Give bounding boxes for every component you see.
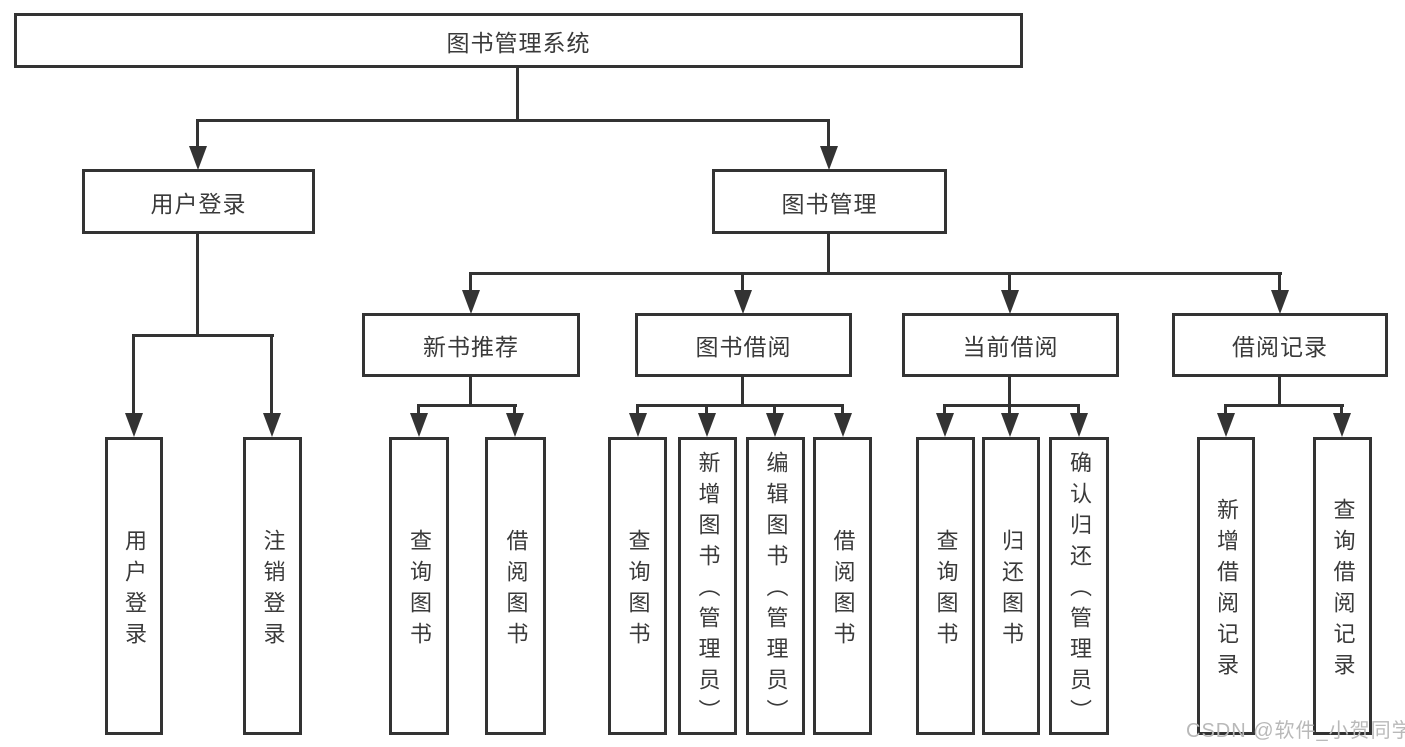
arrow-down-icon xyxy=(1001,290,1019,314)
leaf-return-book: 归还图书 xyxy=(982,437,1040,735)
leaf-query-books-recommend: 查询图书 xyxy=(389,437,449,735)
leaf-label: 归还图书 xyxy=(999,528,1024,653)
arrow-down-icon xyxy=(125,413,143,437)
connector-line xyxy=(1008,272,1011,292)
arrow-down-icon xyxy=(1333,413,1351,437)
connector-line xyxy=(827,119,830,149)
leaf-label: 新增图书（管理员） xyxy=(695,451,721,730)
connector-line xyxy=(1077,404,1080,416)
connector-line xyxy=(741,376,744,407)
connector-line xyxy=(1340,404,1343,416)
leaf-label: 查询图书 xyxy=(407,528,432,653)
leaf-label: 查询图书 xyxy=(625,528,651,653)
connector-line xyxy=(469,272,472,292)
leaf-logout: 注销登录 xyxy=(243,437,302,735)
node-book-borrow: 图书借阅 xyxy=(635,313,852,377)
node-user-login: 用户登录 xyxy=(82,169,315,234)
connector-line xyxy=(705,404,708,416)
arrow-down-icon xyxy=(698,413,716,437)
leaf-query-borrow-record: 查询借阅记录 xyxy=(1313,437,1372,735)
connector-line xyxy=(1008,404,1011,416)
connector-line xyxy=(417,404,420,416)
connector-line xyxy=(841,404,844,416)
node-book-management: 图书管理 xyxy=(712,169,947,234)
arrow-down-icon xyxy=(263,413,281,437)
arrow-down-icon xyxy=(1070,413,1088,437)
arrow-down-icon xyxy=(629,413,647,437)
leaf-label: 新增借阅记录 xyxy=(1214,497,1239,684)
arrow-down-icon xyxy=(820,146,838,170)
connector-line xyxy=(132,334,135,416)
leaf-borrow-books: 借阅图书 xyxy=(813,437,872,735)
leaf-label: 查询借阅记录 xyxy=(1330,497,1356,684)
leaf-label: 编辑图书（管理员） xyxy=(763,451,789,730)
leaf-add-borrow-record: 新增借阅记录 xyxy=(1197,437,1255,735)
arrow-down-icon xyxy=(462,290,480,314)
arrow-down-icon xyxy=(1001,413,1019,437)
node-new-book-recommend: 新书推荐 xyxy=(362,313,580,377)
connector-line xyxy=(943,404,946,416)
leaf-confirm-return-admin: 确认归还（管理员） xyxy=(1049,437,1109,735)
connector-line xyxy=(196,119,199,149)
leaf-borrow-books-recommend: 借阅图书 xyxy=(485,437,546,735)
connector-line xyxy=(1278,272,1281,292)
arrow-down-icon xyxy=(1217,413,1235,437)
connector-line xyxy=(513,404,516,416)
connector-line xyxy=(1224,404,1344,407)
connector-line xyxy=(196,233,199,337)
connector-line xyxy=(1224,404,1227,416)
arrow-down-icon xyxy=(734,290,752,314)
connector-line xyxy=(943,404,1080,407)
connector-line xyxy=(741,272,744,292)
arrow-down-icon xyxy=(936,413,954,437)
connector-line xyxy=(132,334,274,337)
arrow-down-icon xyxy=(766,413,784,437)
connector-line xyxy=(469,376,472,407)
connector-line xyxy=(636,404,639,416)
leaf-user-login: 用户登录 xyxy=(105,437,163,735)
connector-line xyxy=(827,233,830,275)
connector-line xyxy=(417,404,517,407)
connector-line xyxy=(773,404,776,416)
connector-line xyxy=(516,66,519,122)
arrow-down-icon xyxy=(834,413,852,437)
connector-line xyxy=(1278,376,1281,407)
arrow-down-icon xyxy=(410,413,428,437)
leaf-query-books-current: 查询图书 xyxy=(916,437,975,735)
leaf-label: 注销登录 xyxy=(260,528,286,653)
leaf-label: 借阅图书 xyxy=(503,528,529,653)
leaf-edit-book-admin: 编辑图书（管理员） xyxy=(746,437,805,735)
connector-line xyxy=(636,404,844,407)
leaf-label: 借阅图书 xyxy=(830,528,856,653)
leaf-label: 确认归还（管理员） xyxy=(1067,451,1092,730)
leaf-add-book-admin: 新增图书（管理员） xyxy=(678,437,737,735)
leaf-label: 用户登录 xyxy=(122,528,147,653)
arrow-down-icon xyxy=(1271,290,1289,314)
leaf-query-books-borrow: 查询图书 xyxy=(608,437,667,735)
connector-line xyxy=(270,334,273,416)
node-current-borrow: 当前借阅 xyxy=(902,313,1119,377)
connector-line xyxy=(1008,376,1011,407)
watermark: CSDN @软件_小贺同学 xyxy=(1186,720,1405,742)
node-borrow-records: 借阅记录 xyxy=(1172,313,1388,377)
arrow-down-icon xyxy=(189,146,207,170)
connector-line xyxy=(469,272,1282,275)
leaf-label: 查询图书 xyxy=(933,528,959,653)
arrow-down-icon xyxy=(506,413,524,437)
node-root: 图书管理系统 xyxy=(14,13,1023,68)
connector-line xyxy=(196,119,830,122)
